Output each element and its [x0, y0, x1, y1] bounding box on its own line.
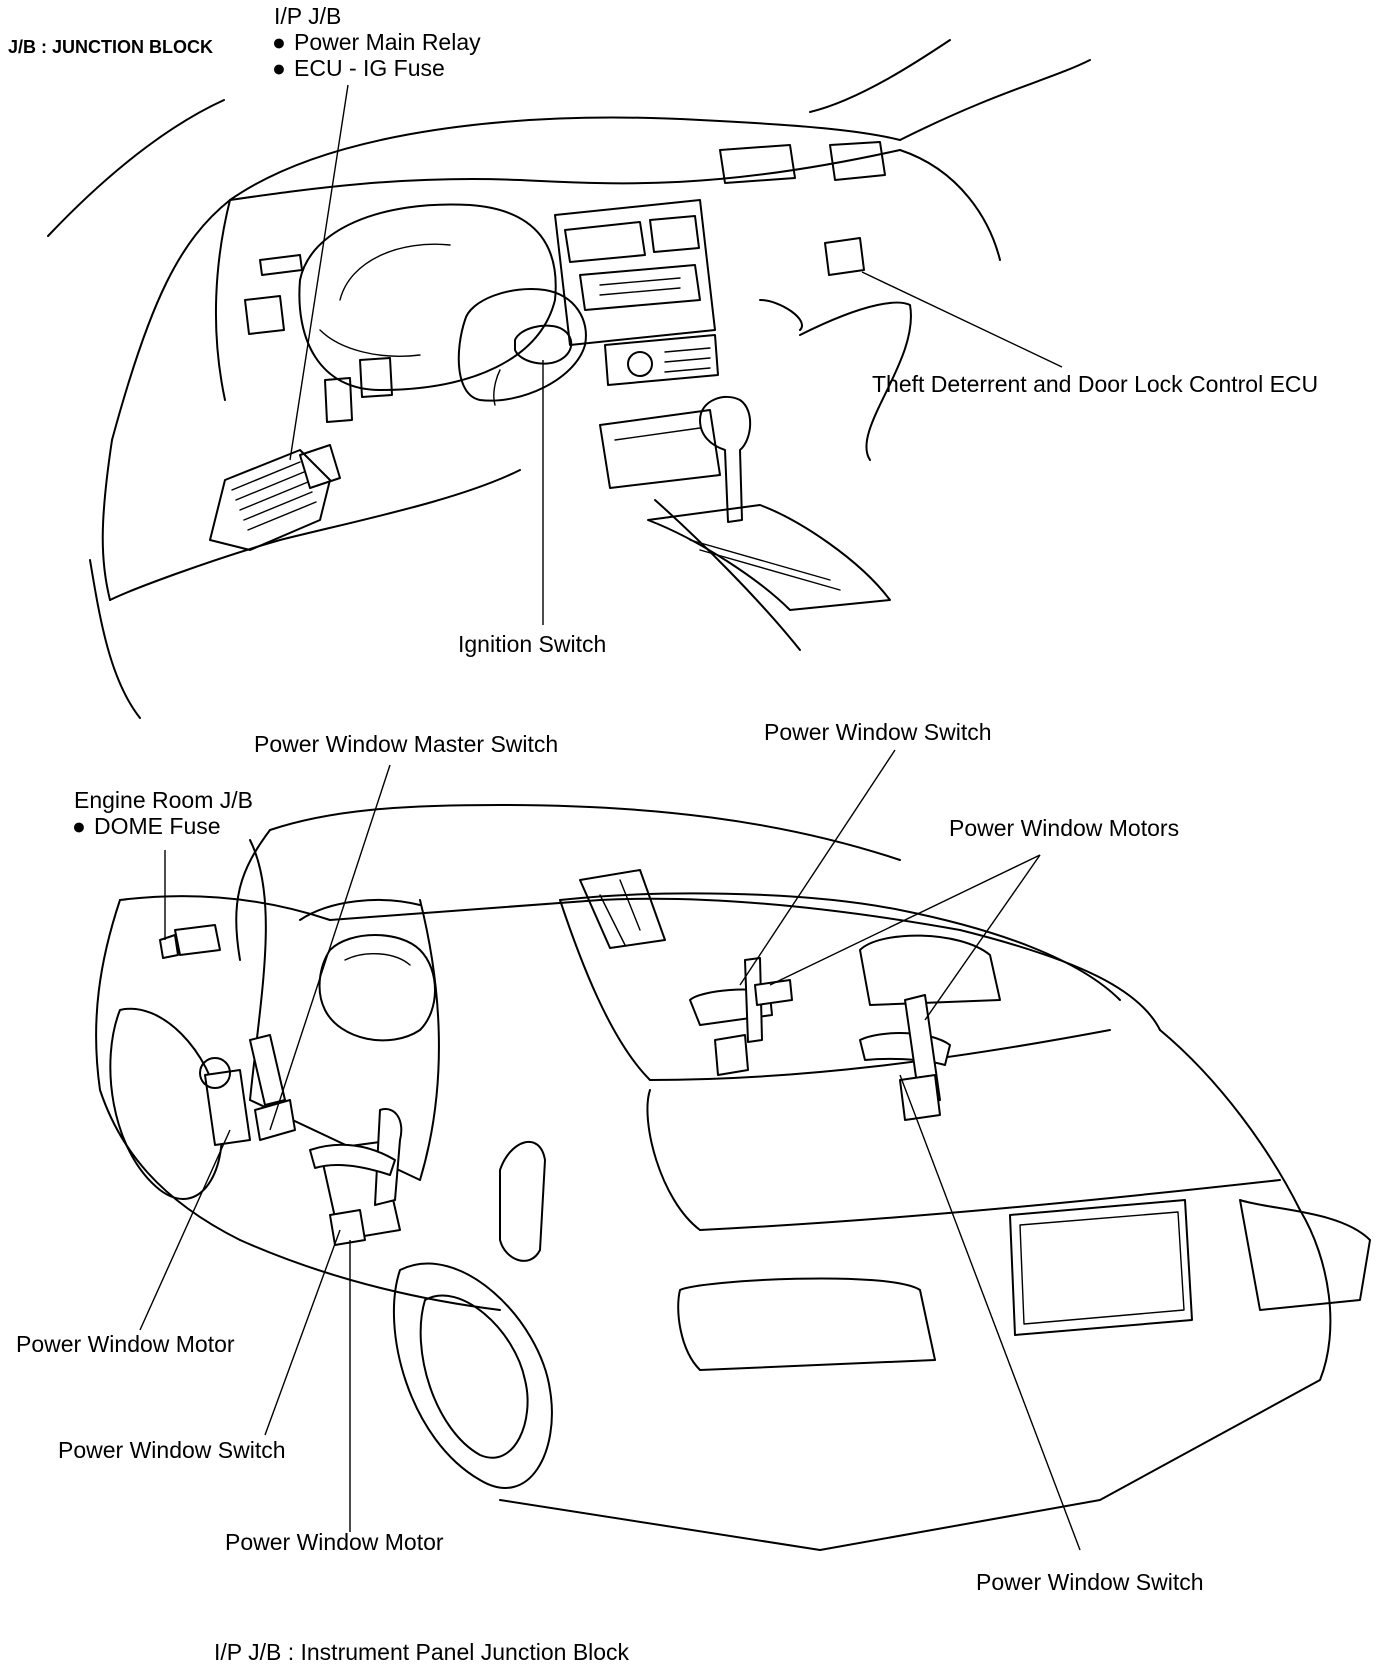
ipjb-footer-legend: I/P J/B : Instrument Panel Junction Bloc… — [214, 1639, 630, 1665]
label-pw-motor-rear: Power Window Motor — [225, 1529, 444, 1555]
leader-theft-ecu — [861, 271, 1063, 368]
label-dome-fuse: DOME Fuse — [94, 813, 221, 839]
label-ignition-switch: Ignition Switch — [458, 631, 606, 657]
leader-pw-master-switch — [269, 764, 391, 1131]
leader-pw-motors-a — [769, 854, 1041, 986]
leader-pw-switch-front — [264, 1229, 341, 1436]
leader-pw-switch-rear-top — [739, 749, 896, 986]
label-pw-motors: Power Window Motors — [949, 815, 1179, 841]
bullet-icon: ● — [272, 55, 286, 81]
leader-ipjb — [289, 84, 349, 461]
leader-pw-switch-rear-bottom — [899, 1074, 1081, 1551]
label-pw-switch-rear-top: Power Window Switch — [764, 719, 992, 745]
bullet-icon: ● — [272, 29, 286, 55]
labels: J/B : JUNCTION BLOCK I/P J/B ● Power Mai… — [8, 3, 1318, 1665]
bullet-icon: ● — [72, 813, 86, 839]
label-pw-switch-rear-bottom: Power Window Switch — [976, 1569, 1204, 1595]
label-pw-master-switch: Power Window Master Switch — [254, 731, 558, 757]
label-power-main-relay: Power Main Relay — [294, 29, 481, 55]
dashboard-illustration — [47, 39, 1091, 719]
label-pw-motor-front: Power Window Motor — [16, 1331, 235, 1357]
jb-legend: J/B : JUNCTION BLOCK — [8, 37, 213, 57]
label-pw-switch-front: Power Window Switch — [58, 1437, 286, 1463]
car-illustration — [95, 804, 1371, 1551]
label-ecu-ig-fuse: ECU - IG Fuse — [294, 55, 445, 81]
label-ipjb-title: I/P J/B — [274, 3, 341, 29]
leader-lines — [139, 84, 1081, 1551]
label-theft-ecu: Theft Deterrent and Door Lock Control EC… — [872, 371, 1318, 397]
leader-pw-motors-b — [924, 854, 1041, 1021]
label-engine-room-jb: Engine Room J/B — [74, 787, 253, 813]
leader-pw-motor-front — [139, 1129, 231, 1331]
